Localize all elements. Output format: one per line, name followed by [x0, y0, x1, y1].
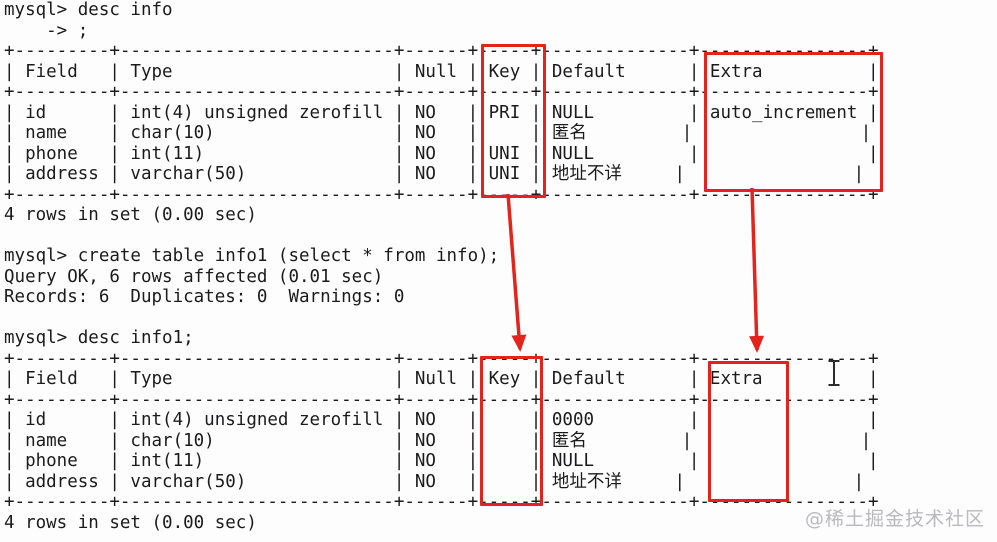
- terminal-output[interactable]: mysql> desc info -> ; +---------+-------…: [4, 0, 879, 533]
- watermark: @稀土掘金技术社区: [804, 508, 985, 530]
